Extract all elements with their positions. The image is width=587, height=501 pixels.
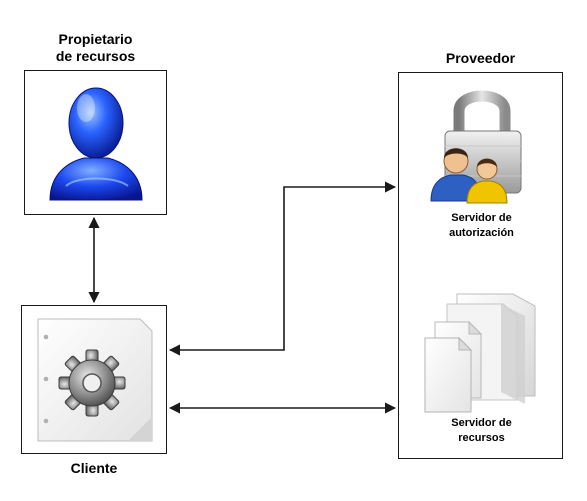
owner-label: Propietario de recursos [24, 31, 167, 65]
owner-label-line1: Propietario [58, 31, 133, 47]
provider-box: Servidor de autorización Servidor de rec… [398, 72, 563, 459]
folder-documents-icon [424, 293, 536, 413]
resource-server-label-line2: recursos [458, 431, 505, 444]
settings-document-icon [37, 318, 153, 442]
auth-server-label-line2: autorización [449, 226, 514, 239]
resource-server-label-line1: Servidor de [451, 417, 512, 429]
lock-users-icon [430, 90, 522, 204]
owner-box [24, 70, 167, 215]
client-auth-arrow [168, 181, 397, 356]
client-box [21, 305, 167, 454]
owner-label-line2: de recursos [55, 47, 136, 64]
client-label: Cliente [70, 460, 118, 476]
auth-server-label: Servidor de autorización [399, 211, 564, 241]
resource-server-label: Servidor de recursos [399, 416, 564, 446]
auth-server-label-line1: Servidor de [451, 212, 512, 224]
user-icon [49, 87, 143, 201]
provider-label: Proveedor [445, 50, 516, 66]
